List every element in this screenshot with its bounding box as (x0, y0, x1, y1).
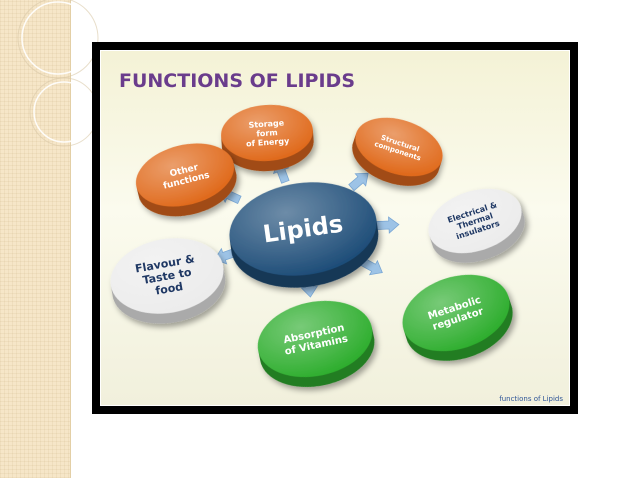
node-disc-other (135, 143, 237, 217)
decorative-side-strip (0, 0, 71, 478)
node-disc-storage (221, 104, 314, 172)
arrow-metabolic (360, 257, 383, 276)
center-node: Lipids (229, 182, 379, 288)
node-disc-flavour (110, 238, 226, 324)
watermark-text: functions of Lipids (499, 395, 563, 403)
node-disc-metabolic (402, 274, 513, 361)
arrow-insulators (376, 216, 400, 234)
node-disc-structural (352, 117, 443, 186)
node-label-storage-line-1: Storage (248, 118, 285, 129)
node-disc-vitamins (257, 300, 375, 387)
node-label-flavour-line-3: food (154, 280, 184, 298)
arrow-structural (348, 172, 369, 192)
node-label-storage-line-2: form (256, 128, 278, 138)
center-disc: Lipids (229, 182, 379, 288)
node-label-storage-line-3: of Energy (246, 136, 291, 148)
node-disc-insulators (428, 188, 525, 263)
diagram-title: FUNCTIONS OF LIPIDS (119, 70, 355, 92)
